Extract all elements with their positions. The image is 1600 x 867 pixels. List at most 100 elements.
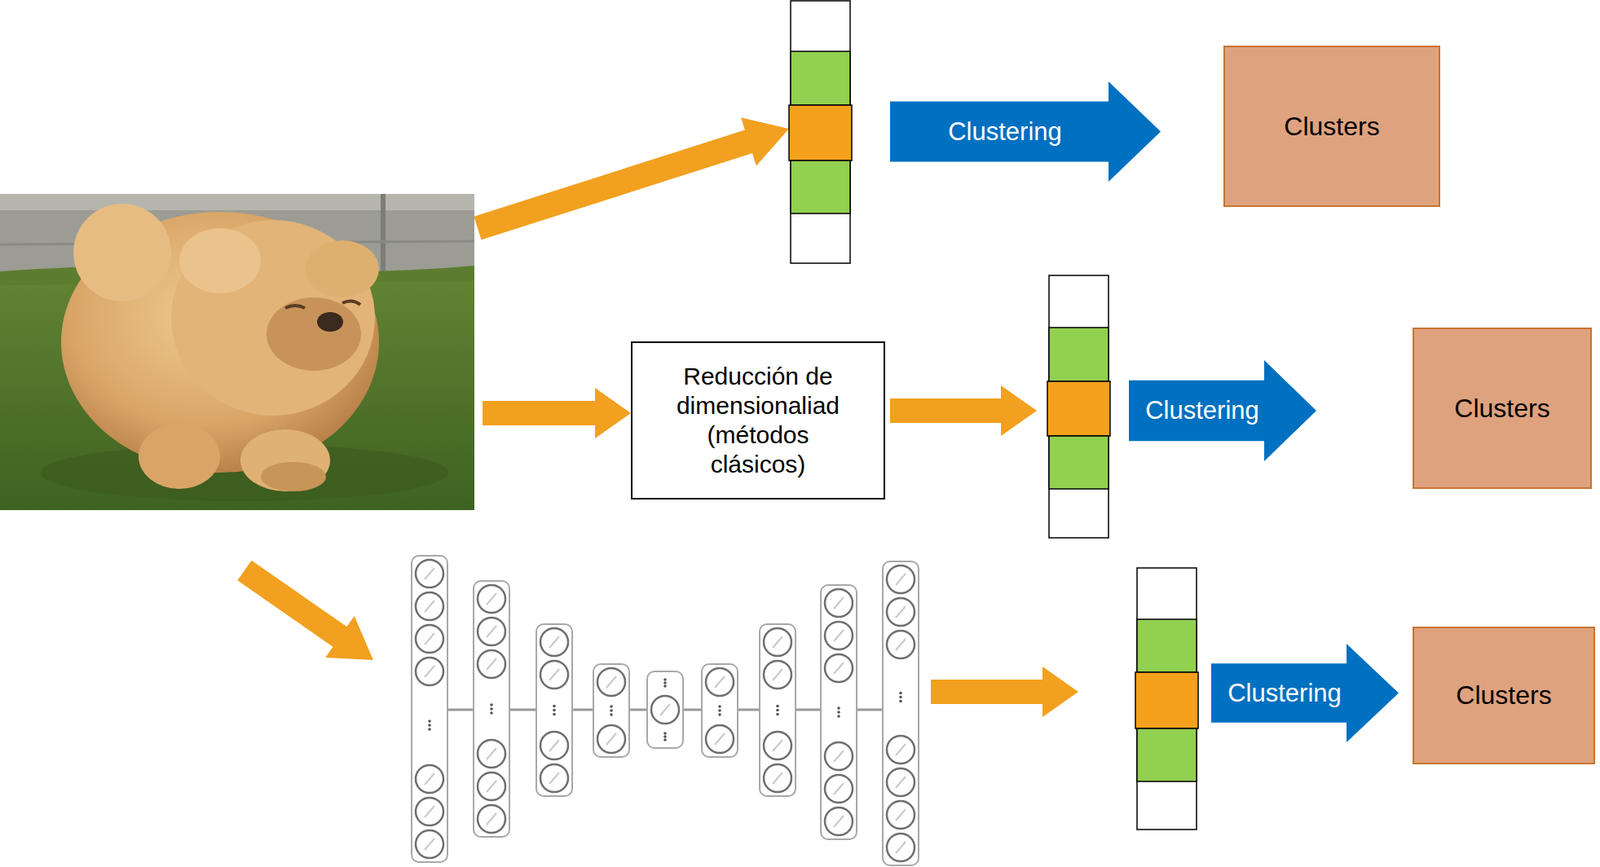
neuron-mark bbox=[424, 568, 435, 580]
layer-column bbox=[882, 561, 919, 866]
neuron bbox=[705, 725, 734, 754]
neuron-mark bbox=[895, 776, 906, 789]
autoencoder-network bbox=[411, 555, 919, 866]
text-area: Clusters bbox=[1414, 329, 1591, 488]
neuron-mark bbox=[833, 630, 844, 642]
neuron-mark bbox=[424, 665, 435, 678]
neuron-mark bbox=[486, 593, 497, 605]
neuron-mark bbox=[424, 600, 435, 613]
neuron bbox=[886, 833, 915, 862]
neuron-mark bbox=[895, 841, 906, 854]
ellipsis-dot bbox=[552, 705, 556, 709]
ellipsis-dot bbox=[775, 705, 780, 709]
clusters-box: Clusters bbox=[1412, 626, 1596, 765]
neuron bbox=[477, 740, 506, 768]
neuron-mark bbox=[833, 815, 844, 828]
ellipsis-dot bbox=[427, 723, 432, 728]
neuron bbox=[886, 565, 915, 594]
ellipsis-dot bbox=[837, 714, 841, 719]
text-area: Clustering bbox=[890, 81, 1120, 182]
neuron bbox=[886, 630, 915, 659]
dog-photo bbox=[0, 193, 475, 511]
neuron bbox=[824, 589, 853, 618]
layer-column bbox=[820, 585, 857, 840]
neuron-mark bbox=[606, 733, 617, 745]
text-area: Clusters bbox=[1414, 628, 1594, 763]
layer-column bbox=[411, 555, 448, 863]
layer-column bbox=[473, 581, 510, 838]
ellipsis-dot bbox=[663, 735, 667, 739]
neuron bbox=[824, 654, 853, 683]
neuron bbox=[415, 625, 444, 653]
feature-vector bbox=[788, 0, 852, 264]
neuron bbox=[824, 621, 853, 650]
layer-column bbox=[701, 664, 738, 758]
neuron-mark bbox=[424, 773, 435, 785]
ellipsis-dot bbox=[552, 709, 556, 713]
ellipsis-dot bbox=[552, 713, 556, 717]
neuron-mark bbox=[486, 658, 497, 670]
neuron bbox=[540, 661, 569, 689]
neuron bbox=[886, 768, 915, 797]
ellipsis-dot bbox=[899, 692, 903, 696]
neuron-mark bbox=[549, 740, 560, 752]
neuron-mark bbox=[895, 573, 906, 586]
neuron-mark bbox=[833, 783, 844, 795]
neuron-mark bbox=[895, 809, 906, 821]
neuron-mark bbox=[660, 704, 670, 716]
neuron bbox=[597, 668, 626, 697]
neuron bbox=[415, 559, 444, 588]
ellipsis-dot bbox=[489, 703, 494, 707]
neuron-mark bbox=[895, 744, 906, 756]
neuron bbox=[886, 801, 915, 829]
neuron-mark bbox=[895, 639, 906, 651]
neuron bbox=[886, 598, 915, 626]
neuron bbox=[415, 657, 444, 686]
ellipsis-dot bbox=[609, 705, 613, 709]
ellipsis-dot bbox=[663, 684, 667, 688]
neuron bbox=[477, 772, 506, 801]
ellipsis-dot bbox=[718, 709, 722, 713]
ellipsis-dot bbox=[663, 681, 667, 685]
ellipsis-dot bbox=[718, 713, 722, 717]
neuron-mark bbox=[549, 772, 560, 785]
neuron-mark bbox=[549, 669, 560, 681]
ellipsis-dot bbox=[609, 713, 613, 717]
neuron bbox=[824, 807, 853, 836]
neuron-mark bbox=[424, 838, 435, 851]
neuron bbox=[763, 731, 792, 760]
feature-vector bbox=[1047, 275, 1111, 538]
neuron bbox=[540, 628, 569, 657]
ellipsis-dot bbox=[837, 706, 841, 710]
orange-arrow bbox=[930, 666, 1079, 718]
neuron bbox=[886, 736, 915, 764]
orange-arrow bbox=[237, 560, 374, 661]
ellipsis-dot bbox=[489, 711, 494, 715]
ellipsis-dot bbox=[775, 709, 780, 713]
text-area: Clusters bbox=[1225, 47, 1439, 206]
layer-column bbox=[647, 671, 684, 749]
clustering-arrow: Clustering bbox=[1211, 643, 1399, 743]
neuron-mark bbox=[606, 676, 617, 688]
neuron-mark bbox=[486, 625, 497, 638]
ellipsis-dot bbox=[663, 678, 667, 682]
text-area: Reducción de dimensionaliad (métodos clá… bbox=[632, 343, 884, 499]
neuron bbox=[415, 765, 444, 794]
layer-column bbox=[759, 624, 796, 797]
neuron-mark bbox=[833, 750, 844, 763]
layer-column bbox=[536, 624, 573, 797]
arrow-body bbox=[1128, 360, 1317, 462]
neuron-mark bbox=[833, 662, 844, 675]
neuron bbox=[540, 731, 569, 760]
neuron bbox=[705, 668, 734, 697]
neuron bbox=[415, 830, 444, 859]
ellipsis-dot bbox=[663, 738, 667, 742]
ellipsis-dot bbox=[899, 696, 903, 700]
ellipsis-dot bbox=[489, 707, 494, 711]
neuron-mark bbox=[549, 636, 560, 648]
neuron bbox=[824, 742, 853, 771]
arrow-body bbox=[1211, 643, 1399, 743]
arrow-body bbox=[890, 81, 1161, 182]
neuron bbox=[763, 764, 792, 793]
